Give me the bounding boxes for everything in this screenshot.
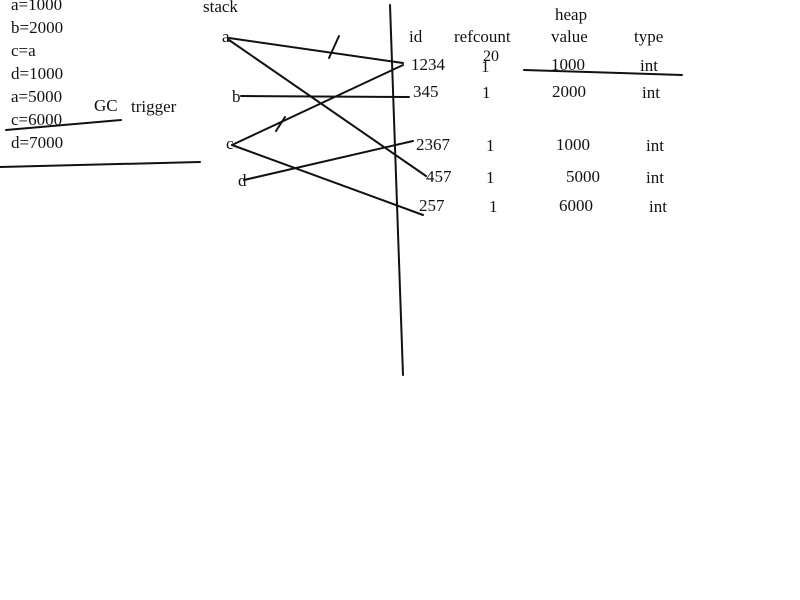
pointer-a-new [228,39,427,177]
heap-row-5-refcount: 1 [489,197,498,216]
gc-label: GC [94,96,118,115]
heap-row-5-value: 6000 [559,196,593,215]
heap-row-4-id: 457 [426,167,452,186]
heap-row-1-id: 1234 [411,55,445,74]
heap-title: heap [555,5,588,24]
heap-row-5-type: int [649,197,667,216]
trigger-label: trigger [131,97,177,116]
pointer-a-old [228,37,404,64]
heap-row-4-type: int [646,168,664,187]
pointer-b [240,95,410,98]
stack-var-b: b [232,87,241,106]
code-line-2: b=2000 [11,18,64,37]
heap-row-4-value: 5000 [566,167,600,186]
heap-row-1-refcount-overwrite: 20 [483,48,499,65]
code-line-4: d=1000 [11,64,64,83]
pointer-c-old-strike [275,116,286,132]
heap-row-1-type: int [640,56,658,75]
heap-row-3-type: int [646,136,664,155]
heap-row-1-value: 1000 [551,55,585,74]
heap-row-2-type: int [642,83,660,102]
code-line-1: a=1000 [11,0,63,14]
stack-var-c: c [226,134,234,153]
code-line-7: d=7000 [11,133,64,152]
code-divider-line [0,161,201,168]
heap-row-3-id: 2367 [416,135,450,154]
stack-var-a: a [222,27,230,46]
heap-row-4-refcount: 1 [486,168,495,187]
stack-heap-divider [389,4,404,376]
code-line-3: c=a [11,41,36,60]
pointer-c-old [231,64,404,146]
header-type: type [634,27,664,46]
pointer-c-new [231,144,424,216]
stack-var-d: d [238,171,247,190]
heap-row-3-value: 1000 [556,135,590,154]
heap-row-2-id: 345 [413,82,439,101]
heap-row-5-id: 257 [419,196,445,215]
heap-row-2-value: 2000 [552,82,586,101]
header-id: id [409,27,423,46]
heap-row-3-refcount: 1 [486,136,495,155]
heap-row-2-refcount: 1 [482,83,491,102]
pointer-d [243,140,414,181]
header-refcount: refcount [454,27,511,46]
code-line-6: c=6000 [11,110,63,129]
heap-row-1-refcount: 1 [481,57,490,76]
stack-title: stack [203,0,238,16]
code-line-5: a=5000 [11,87,63,106]
pointer-a-old-strike [328,35,340,59]
header-value: value [551,27,588,46]
row-1-strike [523,69,683,76]
